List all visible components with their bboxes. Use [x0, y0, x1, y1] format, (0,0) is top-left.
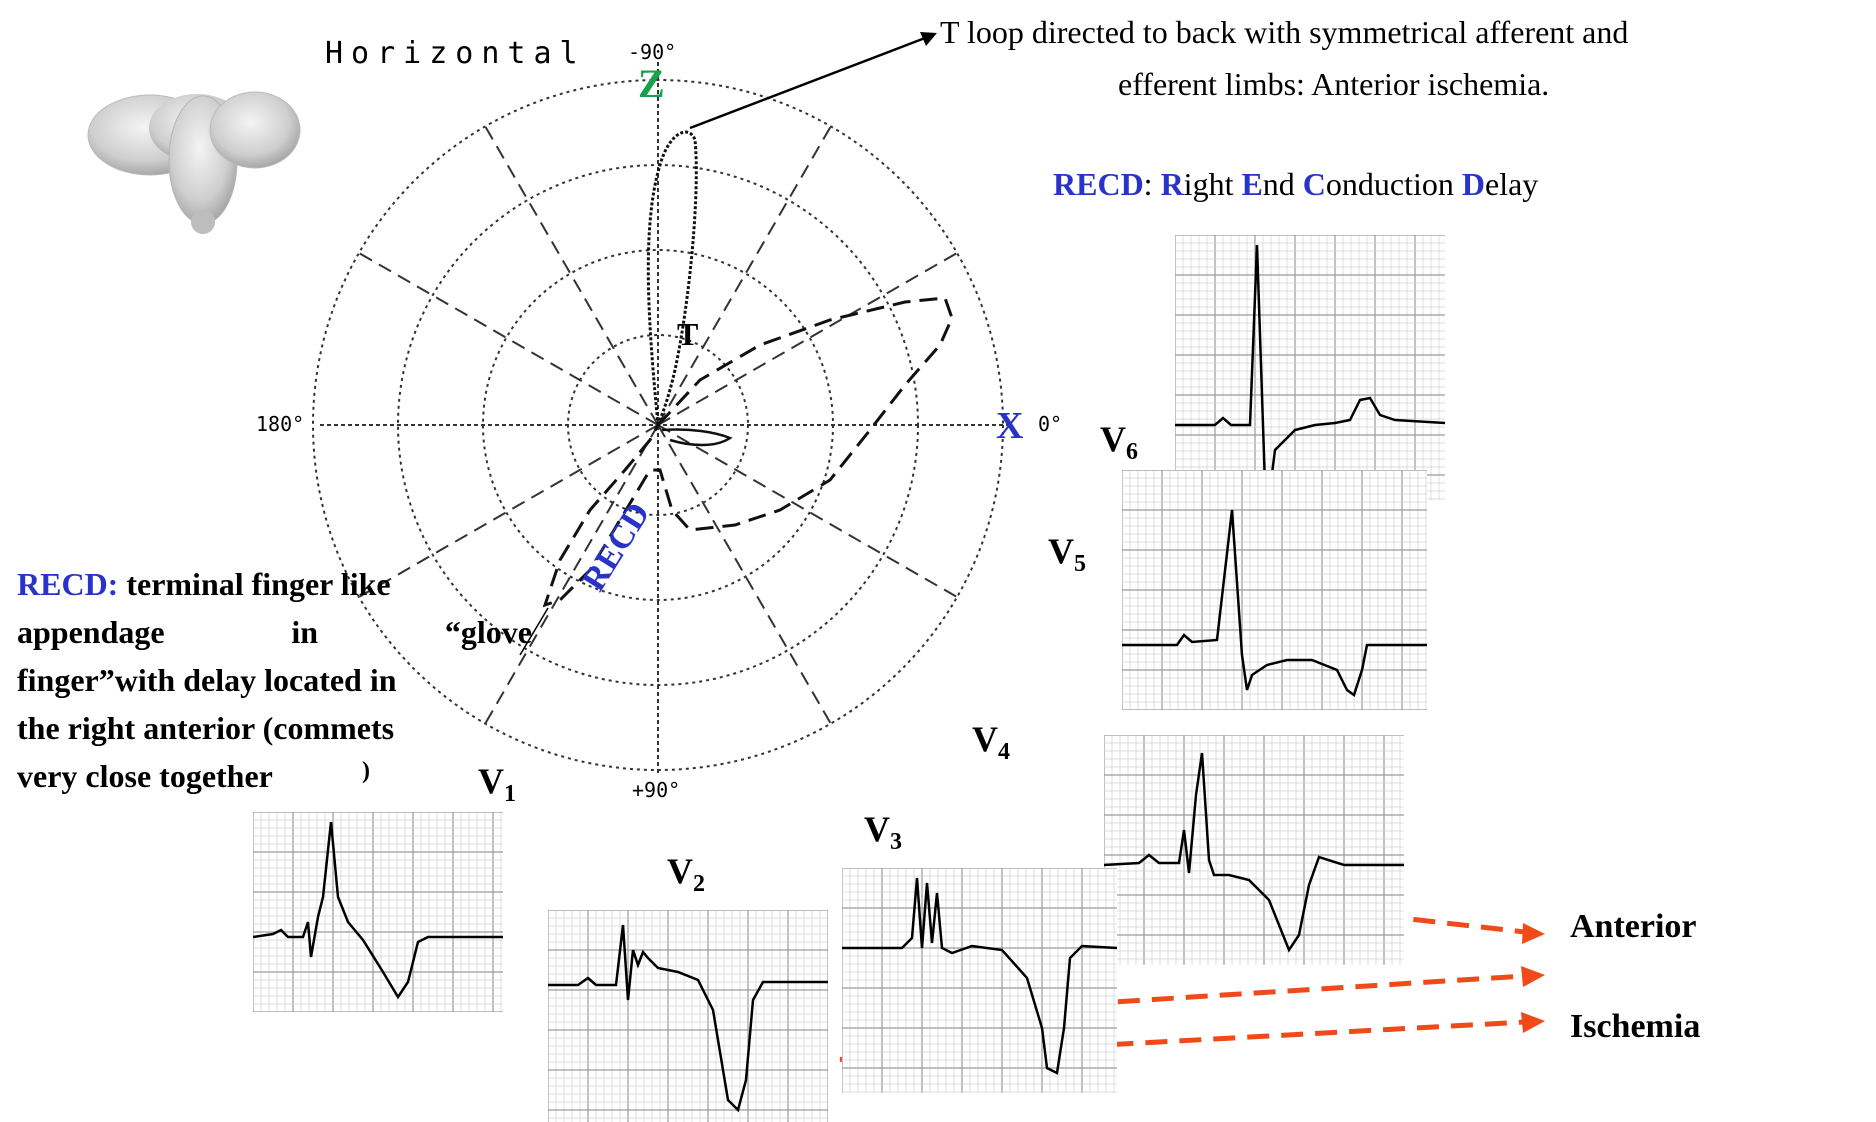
recd-description: RECD: terminal finger like appendage in … [17, 560, 532, 800]
recd-def-e: E [1241, 166, 1263, 202]
ecg-grid [548, 910, 828, 1122]
recd-def-r: R [1160, 166, 1184, 202]
recd-def-e-rest: nd [1262, 166, 1303, 202]
lead-v3-name: V [864, 809, 890, 849]
result-anterior: Anterior [1570, 908, 1697, 945]
axis-z-label: Z [638, 61, 665, 106]
recd-pointer-line [519, 607, 549, 656]
recd-desc-close-paren: ) [362, 758, 370, 784]
p-loop [661, 428, 733, 447]
t-loop-annotation-line1: T loop directed to back with symmetrical… [940, 14, 1629, 50]
lead-v6-name: V [1100, 419, 1126, 459]
recd-desc-line4: the right anterior (commets [17, 710, 395, 746]
polar-axes [320, 62, 1010, 775]
polar-spokes [358, 125, 958, 725]
lead-label-v5: V5 [1048, 530, 1086, 578]
ecg-strip-v4 [1104, 735, 1404, 965]
heart-icon [87, 91, 301, 234]
ecg-grid [1104, 735, 1404, 965]
result-ischemia: Ischemia [1570, 1008, 1701, 1045]
recd-desc-line5: very close together [17, 758, 273, 794]
ecg-trace-v5 [1122, 509, 1427, 698]
recd-desc-head: RECD: [17, 566, 119, 602]
ecg-trace-v2 [548, 924, 828, 1113]
ischemia-arrowheads [1521, 923, 1545, 1033]
lead-v5-name: V [1048, 531, 1074, 571]
recd-desc-line2b: in [291, 614, 319, 650]
lead-v3-sub: 3 [890, 829, 902, 855]
lead-v2-sub: 2 [693, 871, 705, 897]
recd-def-r-rest: ight [1183, 166, 1242, 202]
ecg-grid [842, 868, 1117, 1093]
ecg-strip-v3 [842, 868, 1117, 1093]
recd-desc-line2c: “glove [444, 614, 532, 650]
lead-v5-sub: 5 [1074, 551, 1086, 577]
angle-bottom-label: +90° [632, 778, 681, 802]
ecg-grid [253, 812, 503, 1012]
lead-v1-sub: 1 [504, 781, 516, 807]
angle-top-label: -90° [628, 40, 677, 64]
lead-label-v1: V1 [478, 760, 516, 808]
lead-label-v2: V2 [667, 850, 705, 898]
qrs-loop [542, 296, 954, 608]
lead-label-v6: V6 [1100, 418, 1138, 466]
axis-x-label: X [996, 405, 1024, 447]
ecg-strip-v2 [548, 910, 828, 1122]
plane-title: Horizontal [325, 36, 586, 71]
angle-right-label: 0° [1038, 412, 1063, 436]
lead-label-v3: V3 [864, 808, 902, 856]
ecg-trace-v4 [1104, 752, 1404, 953]
recd-def-key: RECD [1053, 166, 1144, 202]
recd-def-c: C [1302, 166, 1326, 202]
t-loop-pointer-arrow [689, 32, 937, 130]
ecg-strip-v5 [1122, 470, 1427, 710]
recd-desc-line2: appendage in “glove [17, 608, 532, 656]
recd-def-c-rest: onduction [1325, 166, 1462, 202]
lead-v6-sub: 6 [1126, 439, 1138, 465]
ecg-trace-v3 [842, 877, 1117, 1075]
recd-desc-line1: RECD: terminal finger like [17, 560, 532, 608]
recd-def-d-rest: elay [1485, 166, 1539, 202]
t-loop-annotation-line2: efferent limbs: Anterior ischemia. [1118, 66, 1550, 102]
t-loop-label: T [677, 316, 699, 352]
lead-v4-sub: 4 [998, 739, 1010, 765]
lead-v2-name: V [667, 851, 693, 891]
lead-v1-name: V [478, 761, 504, 801]
t-loop [646, 130, 698, 426]
ecg-strip-v1 [253, 812, 503, 1012]
recd-def-d: D [1461, 166, 1485, 202]
ecg-trace-v6 [1175, 244, 1445, 493]
angle-left-label: 180° [256, 412, 305, 436]
ecg-grid [1122, 470, 1427, 710]
recd-definition: RECD: Right End Conduction Delay [1053, 166, 1538, 203]
recd-desc-line2a: appendage [17, 614, 165, 650]
recd-def-sep: : [1143, 166, 1161, 202]
ecg-strip-v6 [1175, 235, 1445, 500]
lead-label-v4: V4 [972, 718, 1010, 766]
lead-v4-name: V [972, 719, 998, 759]
recd-desc-line3: finger”with delay located in [17, 662, 397, 698]
recd-desc-line1-text: terminal finger like [118, 566, 391, 602]
ecg-trace-v1 [253, 821, 503, 1000]
ecg-grid [1175, 235, 1445, 500]
